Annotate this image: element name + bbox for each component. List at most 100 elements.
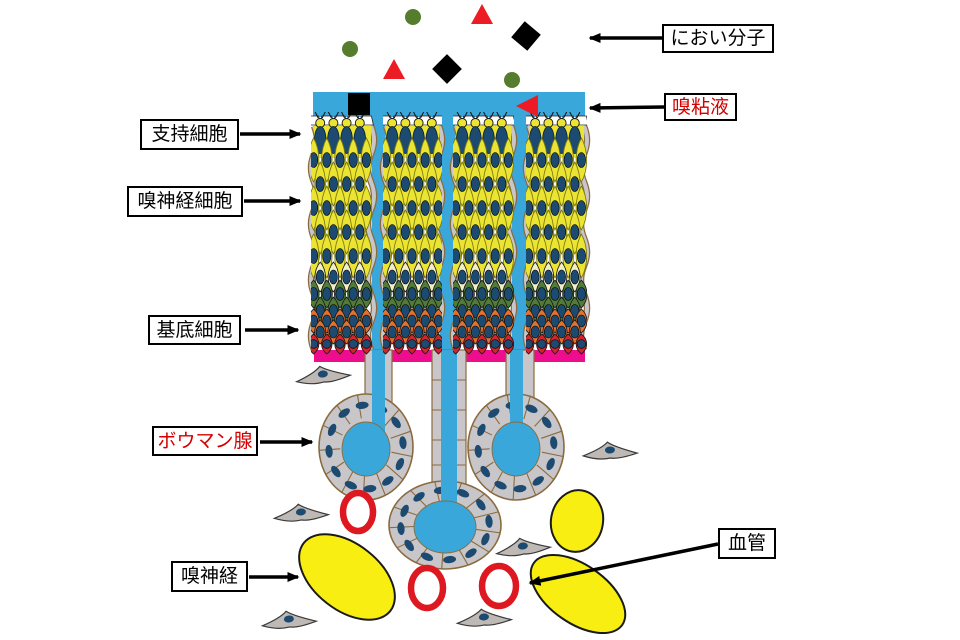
cell-nucleus [457,176,467,192]
cell-nucleus [526,287,534,301]
fibroblast [581,441,640,460]
cell-nucleus [503,314,513,328]
cell-nucleus [387,224,397,240]
cell-nucleus [490,200,500,216]
cell-nucleus [311,200,319,216]
cell-nucleus [557,176,567,192]
cell-nucleus [557,325,567,339]
cell-nucleus [383,152,391,168]
epithelium-column [383,112,442,355]
cell-nucleus [550,200,560,216]
cell-nucleus [315,325,325,339]
cell-nucleus [490,152,500,168]
cell-nucleus [550,314,560,328]
cell-nucleus [433,248,442,264]
cell-nucleus [470,176,480,192]
odor-molecules-group [342,4,541,117]
fibroblast [294,365,353,385]
odor-molecule-circle [342,41,358,57]
cell-nucleus [526,152,534,168]
odor-molecule-triangle [383,59,405,79]
cell-nucleus [400,325,410,339]
bowmans-gland-shape [467,350,565,501]
epithelium-column [453,112,514,355]
cell-nucleus [497,224,507,240]
blood-vessel-ring [339,489,377,535]
cell-nucleus [550,152,560,168]
cell-nucleus [477,248,487,264]
cell-nucleus [394,339,404,349]
odor-molecule-circle [405,9,421,25]
cell-nucleus [477,314,487,328]
fibroblast [455,608,514,627]
cell-nucleus [355,224,365,240]
odor-molecule-square [511,21,541,51]
cell-nucleus [427,224,437,240]
cell-nucleus [576,248,586,264]
annotation-arrow [528,542,719,586]
cell-nucleus [484,325,494,339]
cell-nucleus [464,314,474,328]
cell-nucleus [335,248,345,264]
cell-nucleus [383,200,391,216]
cell-nucleus [457,224,467,240]
cell-nucleus [576,287,586,301]
cell-nucleus [335,152,345,168]
cell-nucleus [457,269,467,285]
cell-nucleus [322,152,332,168]
label-bowmans-gland: ボウマン腺 [152,426,258,456]
cell-nucleus [526,314,534,328]
cell-nucleus [401,269,410,285]
cell-nucleus [537,314,547,328]
cell-nucleus [563,339,573,349]
cell-nucleus [387,176,397,192]
cell-nucleus [453,200,461,216]
bowmans-gland-shape [388,350,502,570]
cell-nucleus [537,287,547,301]
cell-nucleus [557,224,567,240]
odor-molecule-circle [504,72,520,88]
cell-nucleus [464,287,474,301]
odor-molecule-triangle [516,95,538,117]
cell-nucleus [550,248,560,264]
cell-nucleus [570,325,580,339]
cell-nucleus [503,248,513,264]
cell-nucleus [550,339,560,349]
cell-nucleus [576,152,586,168]
cell-nucleus [490,314,500,328]
cell-nucleus [420,287,430,301]
odor-molecule-square [348,93,370,115]
annotation-arrow [588,102,666,113]
cell-nucleus [342,269,351,285]
cell-nucleus [470,325,480,339]
epithelium-column [526,112,587,355]
cell-nucleus [335,200,345,216]
label-basal-cells: 基底細胞 [148,315,241,345]
cell-nucleus [427,176,437,192]
olfactory-nerve-bundle [529,553,627,635]
cell-nucleus [484,176,494,192]
cell-nucleus [464,200,474,216]
cell-nucleus [414,325,424,339]
cell-nucleus [348,152,358,168]
cell-nucleus [526,248,534,264]
cell-nucleus [433,200,442,216]
cell-nucleus [537,200,547,216]
cell-nucleus [526,200,534,216]
cell-nucleus [484,269,493,285]
odor-molecule-triangle [471,4,493,24]
cell-nucleus [570,176,580,192]
cell-nucleus [427,269,437,285]
cell-nucleus [322,287,332,301]
cell-nucleus [407,152,417,168]
cell-nucleus [477,200,487,216]
cell-nucleus [394,248,404,264]
cell-nucleus [383,339,391,349]
cell-nucleus [383,314,391,328]
cell-nucleus [328,224,338,240]
cell-nucleus [563,248,573,264]
label-olfactory-neurons: 嗅神経細胞 [127,186,243,217]
cell-nucleus [394,314,404,328]
cell-nucleus [322,339,332,349]
